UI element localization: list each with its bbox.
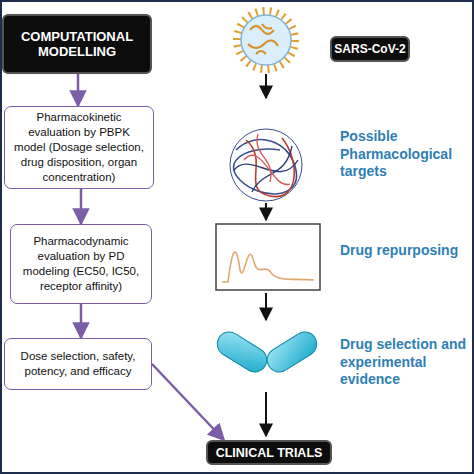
flow-connector xyxy=(80,304,83,338)
chart-illustration xyxy=(216,224,320,290)
step-label: Possible Pharmacological targets xyxy=(340,128,468,181)
capsule xyxy=(263,328,322,377)
network-strand xyxy=(234,140,297,194)
flow-connector xyxy=(77,74,80,106)
section-header: COMPUTATIONAL MODELLING xyxy=(2,14,152,74)
node-text: Pharmacodynamic evaluation by PD modelin… xyxy=(17,234,145,294)
network-strand xyxy=(244,134,290,185)
step-label: Drug repurposing xyxy=(340,242,468,260)
network-strand xyxy=(234,146,298,192)
virus-label-box: SARS-CoV-2 xyxy=(330,36,410,62)
network-outline xyxy=(230,129,302,201)
flow-connector xyxy=(80,189,83,224)
process-box: Pharmacodynamic evaluation by PD modelin… xyxy=(10,224,152,304)
flow-arrow xyxy=(265,203,267,220)
target-network xyxy=(230,129,302,201)
flow-arrow xyxy=(265,293,267,320)
chart-curve xyxy=(222,252,314,282)
capsule-illustration xyxy=(213,328,322,377)
terminal-box: CLINICAL TRIALS xyxy=(206,440,332,465)
process-box: Pharmacokinetic evaluation by PBPK model… xyxy=(4,106,154,189)
node-text: COMPUTATIONAL MODELLING xyxy=(4,29,150,59)
node-text: Dose selection, safety, potency, and eff… xyxy=(11,349,145,379)
node-text: Pharmacokinetic evaluation by PBPK model… xyxy=(11,110,147,185)
flow-connector xyxy=(152,364,224,440)
node-text: CLINICAL TRIALS xyxy=(216,446,323,460)
virus-spikes xyxy=(237,11,295,69)
node-text: SARS-CoV-2 xyxy=(334,42,405,56)
virus-body xyxy=(241,15,291,65)
virus-rna xyxy=(248,24,278,54)
virus-illustration xyxy=(237,11,295,69)
process-box: Dose selection, safety, potency, and eff… xyxy=(4,338,152,390)
capsule xyxy=(213,328,272,377)
flow-arrow xyxy=(265,74,267,98)
step-label: Drug selection and experimental evidence xyxy=(340,336,468,389)
chart-frame xyxy=(216,224,320,290)
flow-arrow xyxy=(265,392,267,436)
